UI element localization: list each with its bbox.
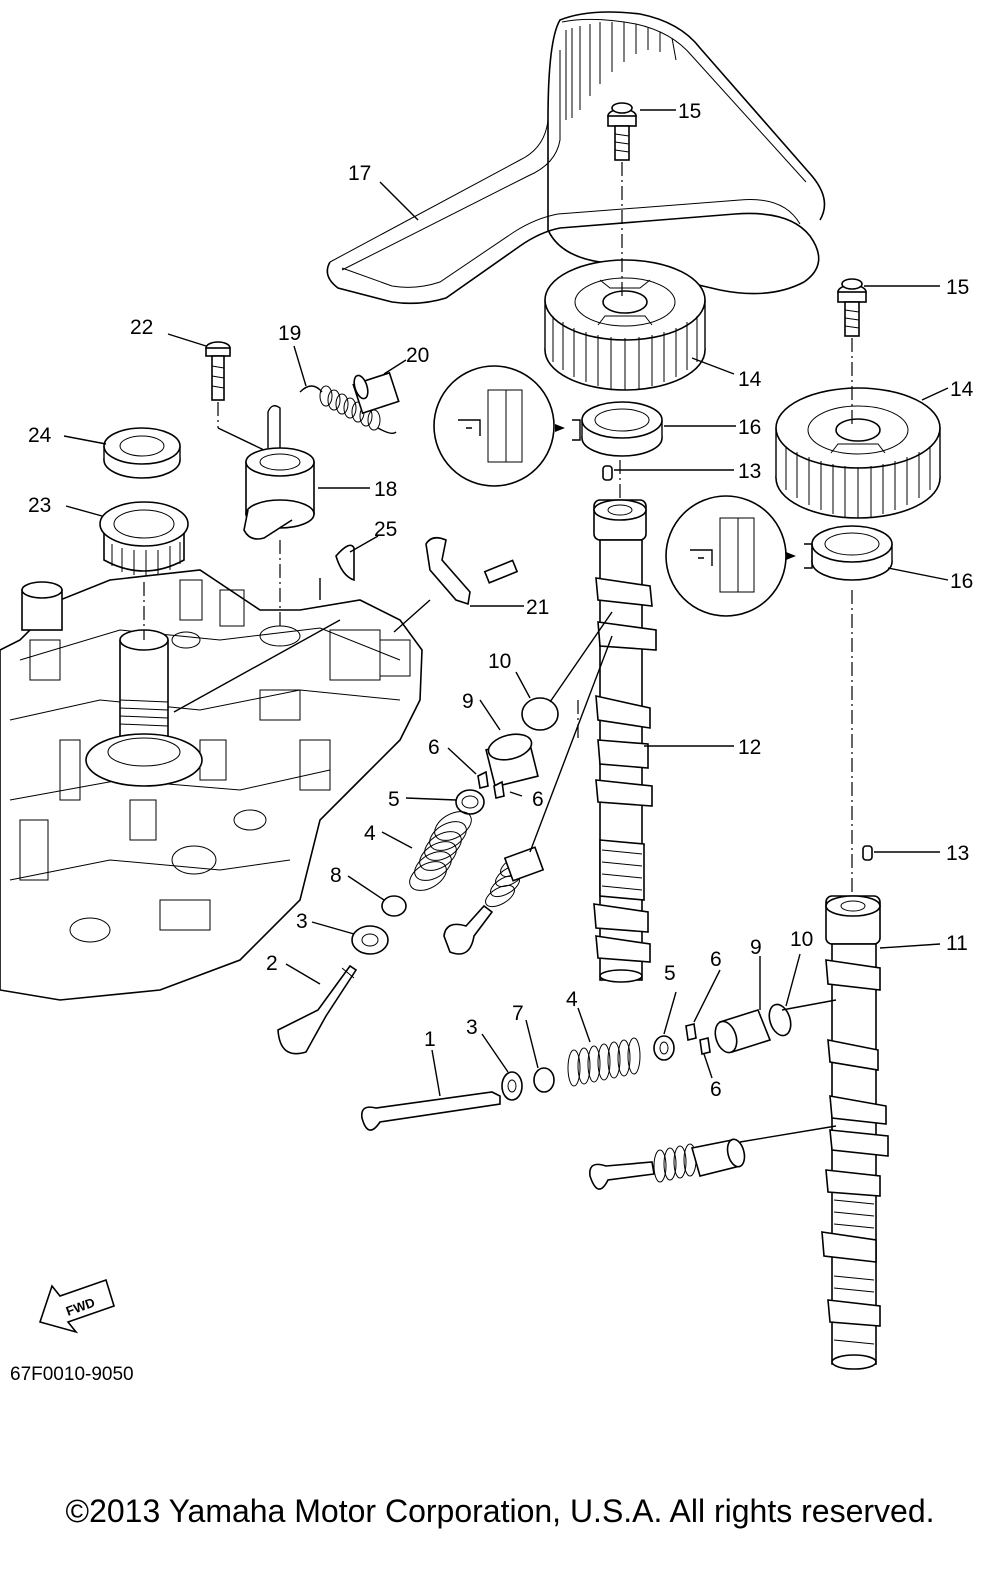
callout-4-right: 4	[566, 988, 578, 1011]
pulley-bolt-upper	[607, 102, 637, 161]
valve-shim-left	[521, 697, 559, 731]
valve-exhaust	[277, 964, 358, 1055]
driven-pulley	[99, 501, 189, 576]
valve-cotter-left	[477, 770, 505, 799]
callout-10-right: 10	[790, 928, 813, 951]
callout-12: 12	[738, 736, 761, 759]
callout-13-lower: 13	[946, 842, 969, 865]
callout-21: 21	[526, 596, 549, 619]
callout-numbers: 15 15 17 14 14 16 13 16 13 11 12 21 22 1…	[28, 100, 974, 1101]
callout-18: 18	[374, 478, 397, 501]
callout-6-left-bottom: 6	[532, 788, 544, 811]
woodruff-key	[335, 544, 355, 582]
callout-2: 2	[266, 952, 278, 975]
callout-6-right-top: 6	[710, 948, 722, 971]
camshaft-intake	[593, 499, 657, 983]
forward-direction-arrow: FWD	[38, 1278, 115, 1334]
camshaft-exhaust	[821, 895, 889, 1370]
valve-cotter-right	[685, 1023, 711, 1055]
valve-shim-right	[768, 1003, 792, 1037]
camshaft-pulley-lower	[775, 387, 941, 519]
callout-11: 11	[946, 932, 968, 955]
callout-1: 1	[424, 1028, 436, 1051]
seal-detail-upper	[433, 365, 581, 487]
camshaft-pulley-upper	[544, 259, 706, 391]
valve-spring-left	[409, 811, 472, 891]
spring-retainer-left	[455, 789, 485, 815]
belt-tensioner	[243, 405, 315, 540]
callout-6-right-bottom: 6	[710, 1078, 722, 1101]
seal-detail-lower	[665, 495, 813, 617]
callout-10-left: 10	[488, 650, 511, 673]
callout-3-left: 3	[296, 910, 308, 933]
callout-14-upper: 14	[738, 368, 762, 391]
callout-3-right: 3	[466, 1016, 478, 1039]
valve-spring-seat-right	[501, 1071, 523, 1101]
callout-24: 24	[28, 424, 52, 447]
assembly-lines	[143, 162, 853, 1143]
flywheel-nut	[103, 427, 181, 479]
copyright-notice: ©2013 Yamaha Motor Corporation, U.S.A. A…	[65, 1493, 935, 1529]
callout-9-right: 9	[750, 936, 762, 959]
callout-16-upper: 16	[738, 416, 761, 439]
timing-belt	[326, 11, 826, 305]
callout-15-lower: 15	[946, 276, 969, 299]
dowel-pin-upper	[602, 465, 613, 481]
callout-23: 23	[28, 494, 51, 517]
diagram-code: 67F0010-9050	[10, 1364, 134, 1385]
valve-lifter-right	[714, 1009, 772, 1054]
callout-13-upper: 13	[738, 460, 761, 483]
stopper-plate	[425, 536, 519, 606]
callout-5-left: 5	[388, 788, 400, 811]
callout-25: 25	[374, 518, 397, 541]
engine-block	[0, 569, 423, 1001]
valve-lifter-left	[485, 733, 539, 788]
callout-8: 8	[330, 864, 342, 887]
oil-seal-upper	[581, 401, 663, 457]
callout-leaders	[63, 109, 949, 1097]
callout-17: 17	[348, 162, 371, 185]
callout-9-left: 9	[462, 690, 474, 713]
valve-stem-seal-left	[381, 895, 407, 917]
valve-assembly-left	[443, 846, 545, 955]
valve-assembly-right	[589, 1138, 746, 1190]
callout-5-right: 5	[664, 962, 676, 985]
callout-15-upper: 15	[678, 100, 701, 123]
spring-retainer-right	[653, 1035, 675, 1061]
callout-4-left: 4	[364, 822, 376, 845]
callout-7: 7	[512, 1002, 524, 1025]
oil-seal-lower	[811, 525, 893, 581]
callout-19: 19	[278, 322, 301, 345]
callout-20: 20	[406, 344, 429, 367]
valve-intake	[360, 1091, 501, 1131]
valve-stem-seal-right	[533, 1067, 555, 1093]
tensioner-collar	[352, 371, 400, 415]
callout-16-lower: 16	[950, 570, 973, 593]
callout-22: 22	[130, 316, 153, 339]
tensioner-bolt	[205, 341, 231, 401]
pulley-bolt-lower	[837, 278, 867, 337]
dowel-pin-lower	[862, 845, 873, 861]
callout-6-left-top: 6	[428, 736, 440, 759]
valve-spring-right	[567, 1037, 641, 1087]
callout-14-lower: 14	[950, 378, 974, 401]
valve-spring-seat-left	[351, 925, 389, 955]
